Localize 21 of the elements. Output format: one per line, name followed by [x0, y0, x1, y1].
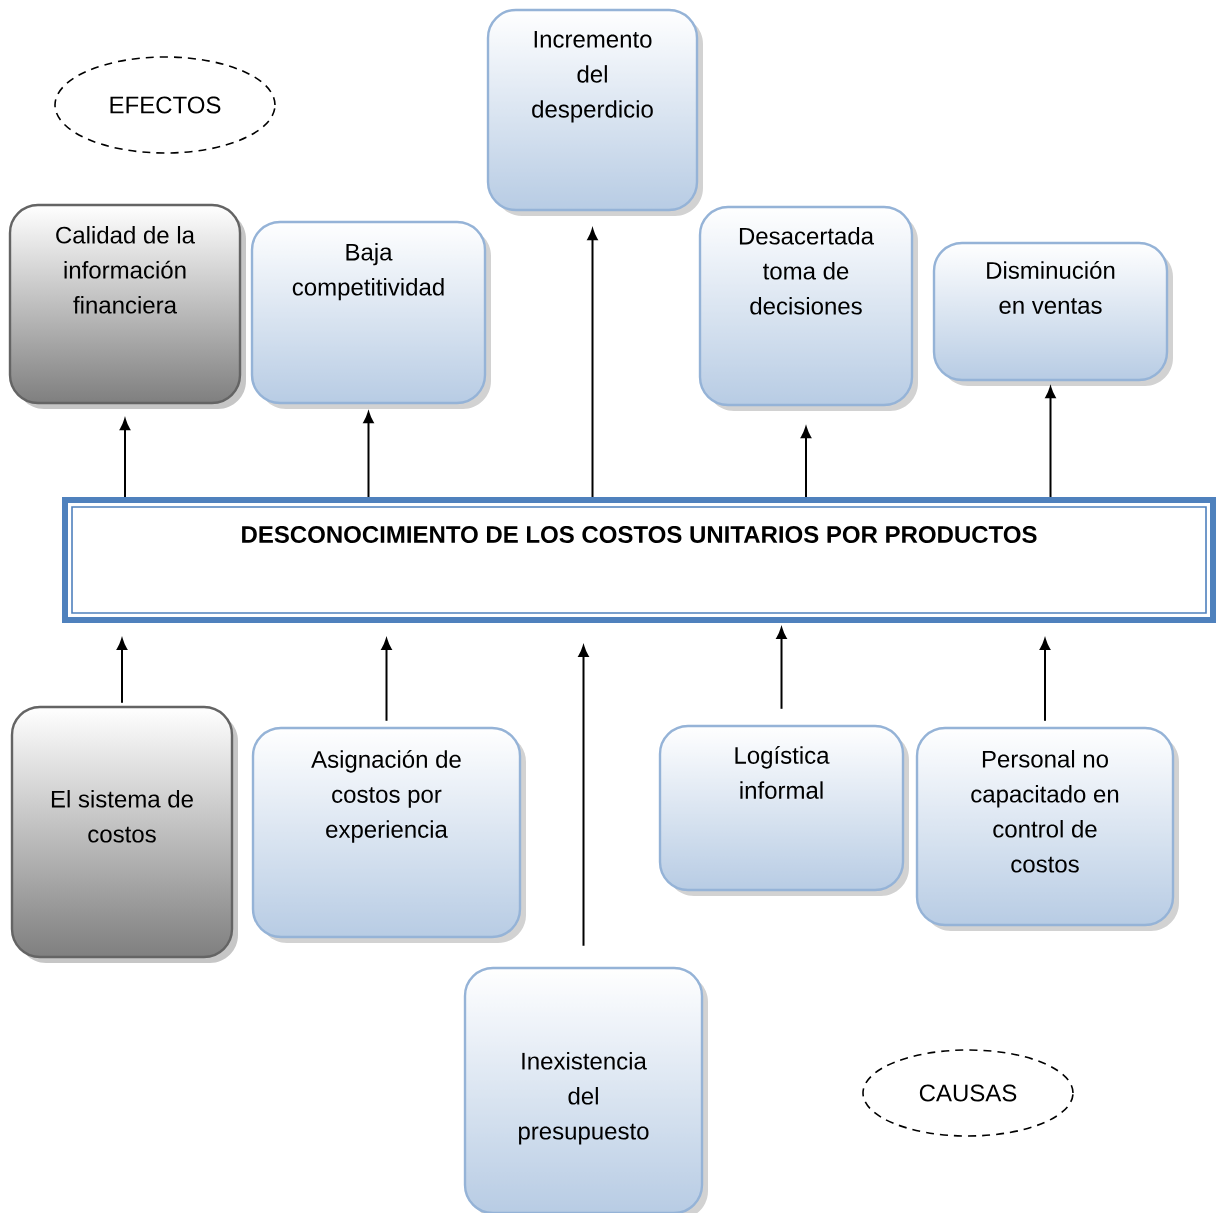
problem-box: DESCONOCIMIENTO DE LOS COSTOS UNITARIOS POR PRODUCTOS: [62, 497, 1216, 623]
arrow: [381, 638, 392, 722]
rounded-box: Desacertada toma de decisiones: [698, 205, 918, 411]
arrow: [363, 411, 374, 498]
rounded-box: Personal no capacitado en control de costos: [915, 726, 1179, 931]
arrow: [119, 418, 131, 498]
rounded-box: Incremento del desperdicio: [486, 8, 703, 216]
arrow: [1045, 386, 1056, 498]
rounded-box: Calidad de la información financiera: [8, 203, 246, 409]
arrow: [587, 228, 598, 498]
rounded-box: El sistema de costos: [10, 705, 238, 963]
rounded-box: Inexistencia del presupuesto: [463, 966, 708, 1213]
arrow: [1039, 638, 1051, 722]
rounded-box: Disminución en ventas: [932, 241, 1173, 386]
arrow: [116, 638, 128, 704]
arrow: [776, 627, 787, 710]
rounded-box: Baja competitividad: [250, 220, 491, 409]
arrow: [578, 645, 589, 947]
arrow: [800, 426, 812, 498]
rounded-box: Asignación de costos por experiencia: [251, 726, 526, 943]
rounded-box: Logística informal: [658, 724, 909, 896]
